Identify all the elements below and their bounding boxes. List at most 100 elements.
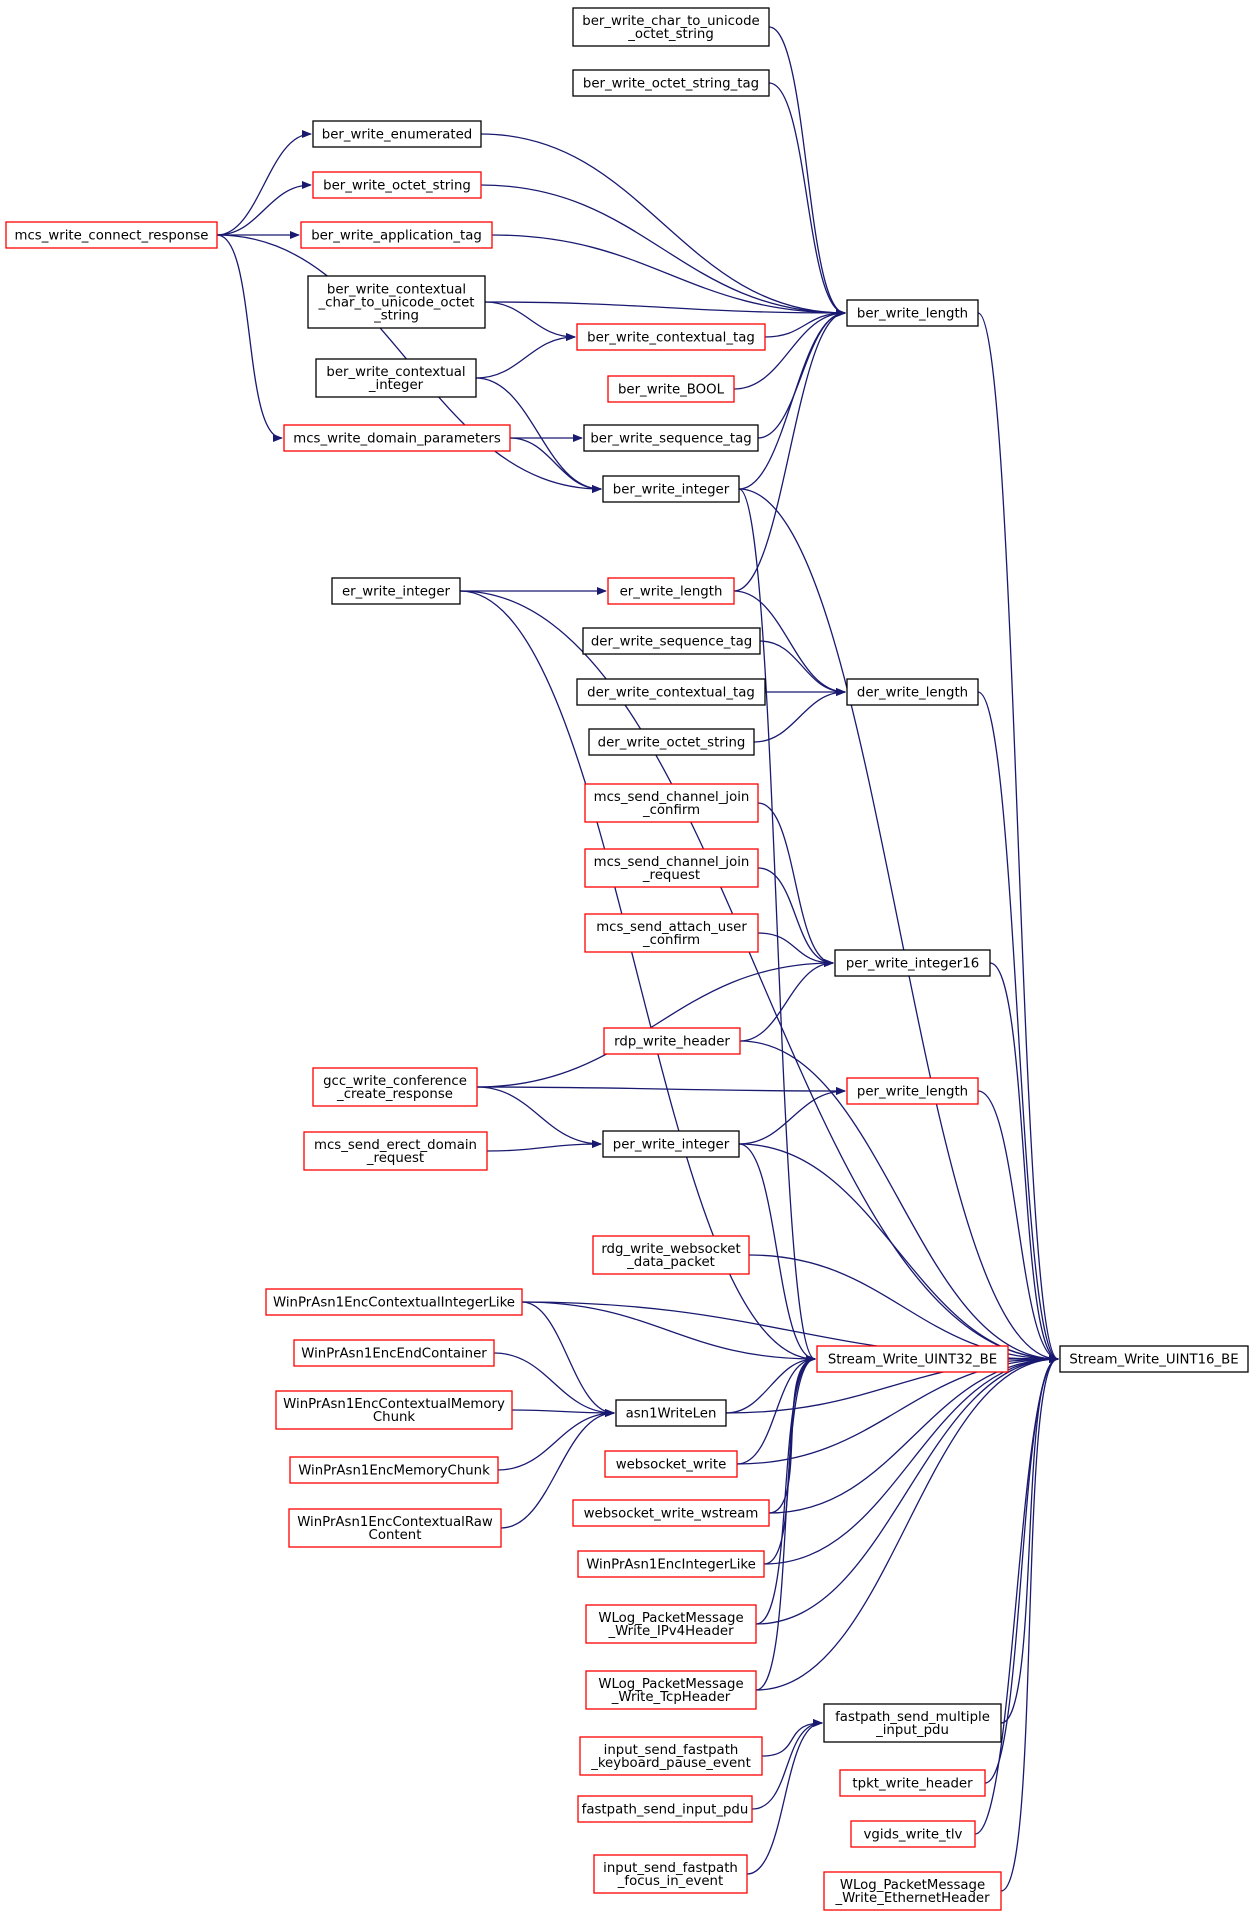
node-box[interactable] xyxy=(572,7,770,47)
function-node[interactable]: ber_write_contextual_integer xyxy=(315,358,477,398)
function-node[interactable]: WinPrAsn1EncEndContainer xyxy=(293,1339,495,1367)
node-box[interactable] xyxy=(577,1795,753,1823)
node-box[interactable] xyxy=(289,1456,499,1484)
node-box[interactable] xyxy=(582,627,761,655)
function-node[interactable]: ber_write_integer xyxy=(602,475,740,503)
node-box[interactable] xyxy=(312,120,482,148)
node-box[interactable] xyxy=(834,949,991,977)
function-node[interactable]: rdp_write_header xyxy=(603,1027,741,1055)
function-node[interactable]: per_write_integer xyxy=(602,1130,740,1158)
function-node[interactable]: ber_write_octet_string xyxy=(312,171,482,199)
function-node[interactable]: per_write_length xyxy=(846,1077,979,1105)
node-box[interactable] xyxy=(846,1077,979,1105)
function-node[interactable]: mcs_send_channel_join_request xyxy=(584,848,759,888)
function-node[interactable]: ber_write_contextual_tag xyxy=(576,323,766,351)
node-box[interactable] xyxy=(850,1820,976,1848)
function-node[interactable]: asn1WriteLen xyxy=(615,1399,727,1427)
node-box[interactable] xyxy=(602,475,740,503)
node-box[interactable] xyxy=(602,1130,740,1158)
function-node[interactable]: WLog_PacketMessage_Write_TcpHeader xyxy=(585,1670,757,1710)
node-box[interactable] xyxy=(303,1131,488,1171)
function-node[interactable]: input_send_fastpath_focus_in_event xyxy=(593,1854,748,1894)
node-box[interactable] xyxy=(572,69,770,97)
node-box[interactable] xyxy=(300,221,493,249)
node-box[interactable] xyxy=(823,1871,1002,1911)
function-node[interactable]: mcs_write_connect_response xyxy=(5,221,218,249)
node-box[interactable] xyxy=(307,275,486,329)
node-box[interactable] xyxy=(846,299,979,327)
function-node[interactable]: ber_write_contextual_char_to_unicode_oct… xyxy=(307,275,486,329)
function-node[interactable]: der_write_length xyxy=(846,678,979,706)
node-box[interactable] xyxy=(584,913,759,953)
node-box[interactable] xyxy=(823,1703,1002,1743)
function-node[interactable]: input_send_fastpath_keyboard_pause_event xyxy=(579,1736,763,1776)
node-box[interactable] xyxy=(283,424,511,452)
function-node[interactable]: ber_write_application_tag xyxy=(300,221,493,249)
node-box[interactable] xyxy=(592,1235,750,1275)
function-node[interactable]: der_write_octet_string xyxy=(588,728,755,756)
function-node[interactable]: ber_write_char_to_unicode_octet_string xyxy=(572,7,770,47)
node-box[interactable] xyxy=(604,1450,738,1478)
node-box[interactable] xyxy=(331,577,461,605)
node-box[interactable] xyxy=(288,1508,502,1548)
function-node[interactable]: Stream_Write_UINT32_BE xyxy=(816,1345,1009,1373)
function-node[interactable]: websocket_write xyxy=(604,1450,738,1478)
node-box[interactable] xyxy=(816,1345,1009,1373)
function-node[interactable]: rdg_write_websocket_data_packet xyxy=(592,1235,750,1275)
function-node[interactable]: mcs_write_domain_parameters xyxy=(283,424,511,452)
function-node[interactable]: WinPrAsn1EncIntegerLike xyxy=(577,1550,765,1578)
node-box[interactable] xyxy=(585,1670,757,1710)
node-box[interactable] xyxy=(572,1499,770,1527)
function-node[interactable]: gcc_write_conference_create_response xyxy=(312,1067,478,1107)
node-box[interactable] xyxy=(588,728,755,756)
node-box[interactable] xyxy=(607,375,735,403)
node-box[interactable] xyxy=(583,424,759,452)
node-box[interactable] xyxy=(839,1769,986,1797)
node-box[interactable] xyxy=(576,323,766,351)
function-node[interactable]: er_write_integer xyxy=(331,577,461,605)
function-node[interactable]: WinPrAsn1EncMemoryChunk xyxy=(289,1456,499,1484)
function-node[interactable]: ber_write_octet_string_tag xyxy=(572,69,770,97)
function-node[interactable]: per_write_integer16 xyxy=(834,949,991,977)
function-node[interactable]: ber_write_BOOL xyxy=(607,375,735,403)
node-box[interactable] xyxy=(265,1288,523,1316)
node-box[interactable] xyxy=(576,678,766,706)
node-box[interactable] xyxy=(585,1604,757,1644)
node-label: mcs_send_attach_user xyxy=(596,920,747,935)
node-box[interactable] xyxy=(603,1027,741,1055)
node-box[interactable] xyxy=(315,358,477,398)
function-node[interactable]: er_write_length xyxy=(607,577,735,605)
function-node[interactable]: vgids_write_tlv xyxy=(850,1820,976,1848)
function-node[interactable]: WLog_PacketMessage_Write_EthernetHeader xyxy=(823,1871,1002,1911)
node-box[interactable] xyxy=(275,1390,513,1430)
node-box[interactable] xyxy=(584,783,759,823)
node-box[interactable] xyxy=(577,1550,765,1578)
function-node[interactable]: WLog_PacketMessage_Write_IPv4Header xyxy=(585,1604,757,1644)
node-box[interactable] xyxy=(615,1399,727,1427)
node-box[interactable] xyxy=(584,848,759,888)
node-box[interactable] xyxy=(846,678,979,706)
node-box[interactable] xyxy=(607,577,735,605)
function-node[interactable]: ber_write_enumerated xyxy=(312,120,482,148)
function-node[interactable]: ber_write_sequence_tag xyxy=(583,424,759,452)
function-node[interactable]: mcs_send_attach_user_confirm xyxy=(584,913,759,953)
function-node[interactable]: mcs_send_erect_domain_request xyxy=(303,1131,488,1171)
function-node[interactable]: der_write_sequence_tag xyxy=(582,627,761,655)
node-box[interactable] xyxy=(593,1854,748,1894)
node-box[interactable] xyxy=(579,1736,763,1776)
function-node[interactable]: WinPrAsn1EncContextualIntegerLike xyxy=(265,1288,523,1316)
function-node[interactable]: der_write_contextual_tag xyxy=(576,678,766,706)
function-node[interactable]: mcs_send_channel_join_confirm xyxy=(584,783,759,823)
function-node[interactable]: ber_write_length xyxy=(846,299,979,327)
node-label: _integer xyxy=(368,378,424,393)
node-box[interactable] xyxy=(312,1067,478,1107)
function-node[interactable]: fastpath_send_input_pdu xyxy=(577,1795,753,1823)
node-box[interactable] xyxy=(293,1339,495,1367)
function-node[interactable]: tpkt_write_header xyxy=(839,1769,986,1797)
node-box[interactable] xyxy=(312,171,482,199)
node-box[interactable] xyxy=(5,221,218,249)
function-node[interactable]: websocket_write_wstream xyxy=(572,1499,770,1527)
function-node[interactable]: fastpath_send_multiple_input_pdu xyxy=(823,1703,1002,1743)
